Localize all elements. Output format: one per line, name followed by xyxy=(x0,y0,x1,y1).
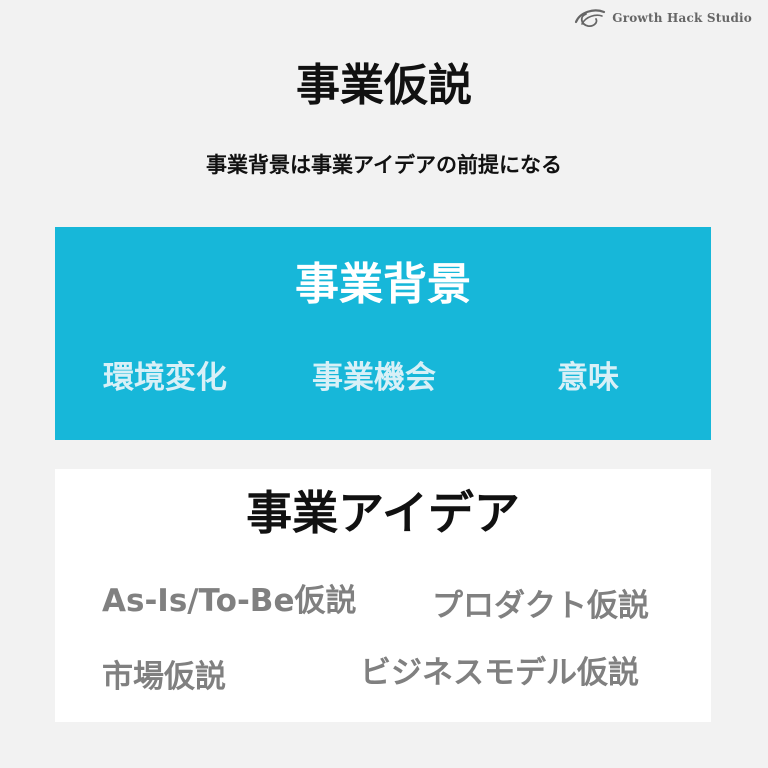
background-item-meaning: 意味 xyxy=(557,360,619,396)
idea-item-product: プロダクト仮説 xyxy=(432,588,649,624)
page-title: 事業仮説 xyxy=(296,60,472,111)
background-item-environment-change: 環境変化 xyxy=(103,360,227,396)
business-background-panel: 事業背景 環境変化 事業機会 意味 xyxy=(55,227,711,440)
idea-item-market: 市場仮説 xyxy=(102,659,226,695)
background-item-business-opportunity: 事業機会 xyxy=(312,360,436,396)
business-background-heading: 事業背景 xyxy=(295,259,471,310)
brand-logo: Growth Hack Studio xyxy=(572,6,752,30)
page-subtitle: 事業背景は事業アイデアの前提になる xyxy=(206,153,562,177)
brand-name: Growth Hack Studio xyxy=(612,11,752,25)
idea-item-business-model: ビジネスモデル仮説 xyxy=(360,655,639,691)
swoosh-logo-icon xyxy=(575,9,606,28)
idea-item-as-is-to-be: As-Is/To-Be仮説 xyxy=(102,583,357,619)
business-idea-panel: 事業アイデア As-Is/To-Be仮説 プロダクト仮説 市場仮説 ビジネスモデ… xyxy=(55,469,711,722)
business-idea-heading: 事業アイデア xyxy=(246,486,520,540)
